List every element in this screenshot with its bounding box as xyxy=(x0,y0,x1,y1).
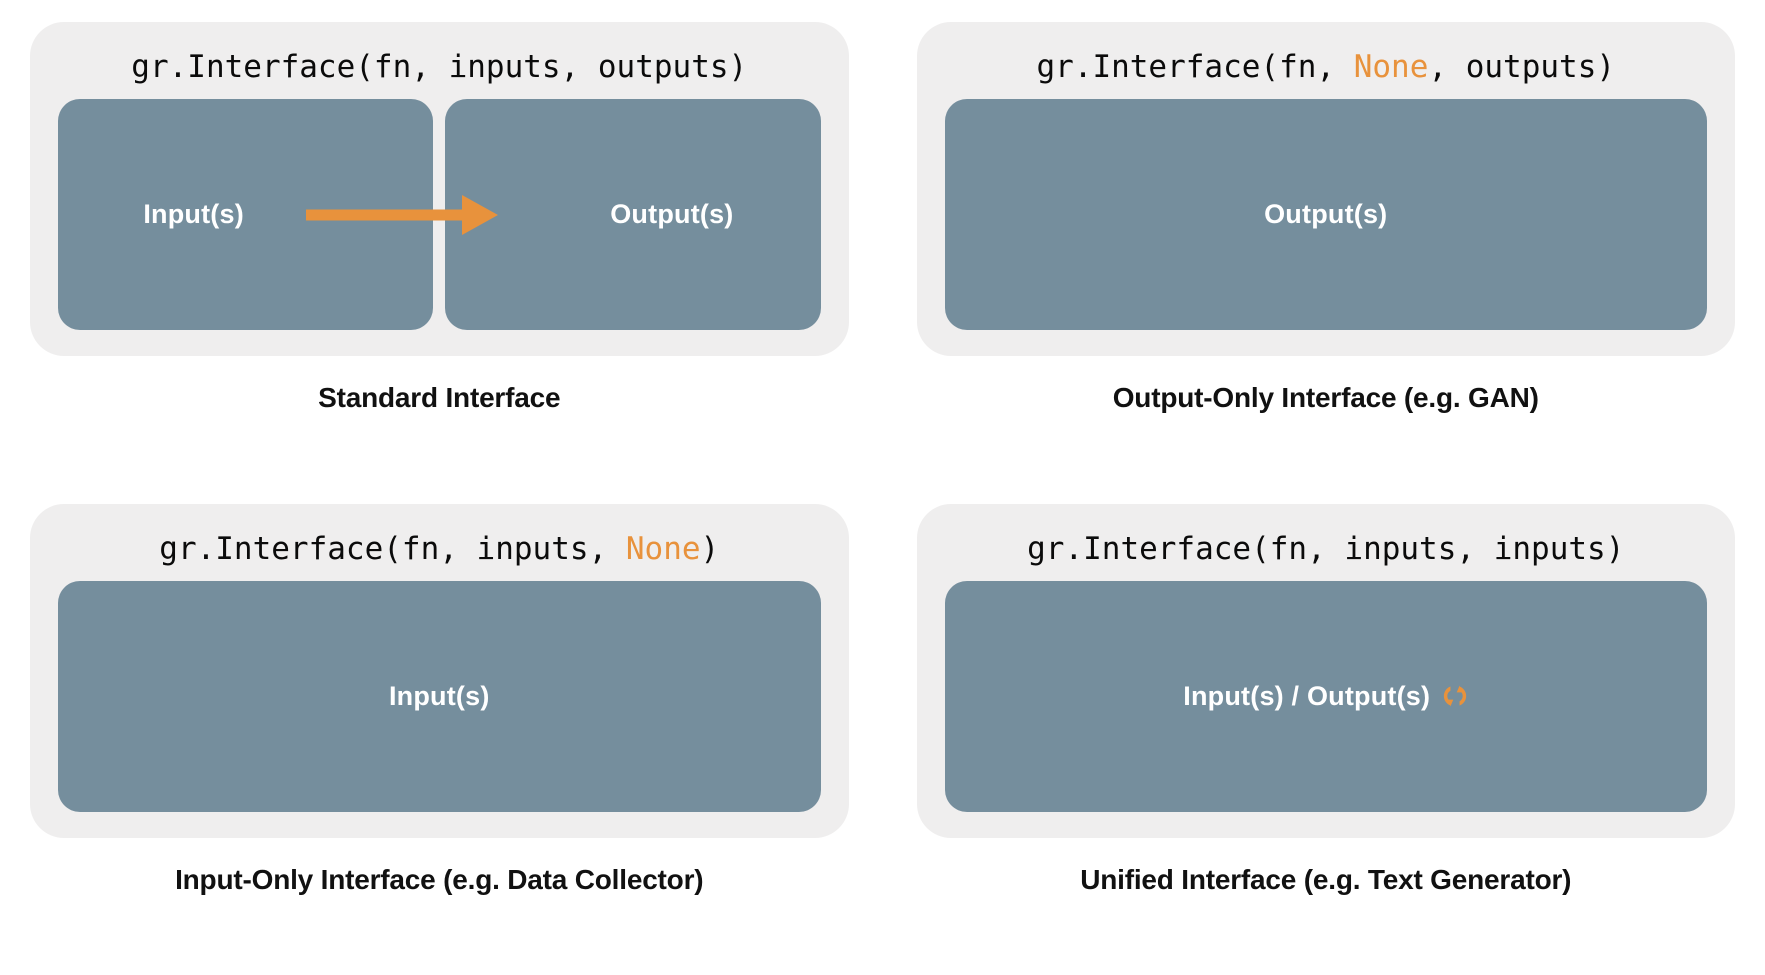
unified-io-box[interactable]: Input(s) / Output(s) xyxy=(944,580,1707,812)
input-box-input-only[interactable]: Input(s) xyxy=(58,580,821,812)
caption-output-only-interface: Output-Only Interface (e.g. GAN) xyxy=(1112,382,1539,413)
output-box-standard[interactable]: Output(s) xyxy=(445,99,821,330)
code-text-standard: gr.Interface(fn, inputs, outputs) xyxy=(131,49,748,85)
panel-input-only-interface: gr.Interface(fn, inputs, None) Input(s) xyxy=(30,503,849,838)
input-box-standard[interactable]: Input(s) xyxy=(58,99,434,330)
input-box-label: Input(s) xyxy=(143,199,244,229)
quadrant-unified-interface: gr.Interface(fn, inputs, inputs) Input(s… xyxy=(916,503,1735,975)
unified-io-label: Input(s) / Output(s) xyxy=(1183,680,1431,711)
box-row-output-only: Output(s) xyxy=(944,99,1707,330)
code-label-unified: gr.Interface(fn, inputs, inputs) xyxy=(945,530,1708,567)
quadrant-output-only-interface: gr.Interface(fn, None, outputs) Output(s… xyxy=(916,22,1735,494)
unified-io-label-group: Input(s) / Output(s) xyxy=(1183,681,1468,712)
loop-icon xyxy=(1442,683,1468,709)
caption-unified-interface: Unified Interface (e.g. Text Generator) xyxy=(1080,863,1572,895)
code-text-output-only-suffix: , outputs) xyxy=(1428,49,1616,85)
panel-unified-interface: gr.Interface(fn, inputs, inputs) Input(s… xyxy=(916,503,1735,838)
code-text-output-only-prefix: gr.Interface(fn, xyxy=(1036,49,1354,85)
caption-standard-interface: Standard Interface xyxy=(318,382,561,413)
code-label-output-only: gr.Interface(fn, None, outputs) xyxy=(945,52,1708,83)
code-text-input-only-suffix: ) xyxy=(700,530,720,567)
output-box-output-only[interactable]: Output(s) xyxy=(944,99,1707,330)
box-row-unified: Input(s) / Output(s) xyxy=(944,580,1707,812)
code-label-standard: gr.Interface(fn, inputs, outputs) xyxy=(58,52,821,83)
input-box-label: Input(s) xyxy=(388,680,490,711)
code-text-unified: gr.Interface(fn, inputs, inputs) xyxy=(1027,530,1625,567)
quadrant-input-only-interface: gr.Interface(fn, inputs, None) Input(s) … xyxy=(30,503,849,975)
box-row-standard: Input(s) Output(s) xyxy=(58,99,821,330)
caption-input-only-interface: Input-Only Interface (e.g. Data Collecto… xyxy=(175,863,704,895)
panel-standard-interface: gr.Interface(fn, inputs, outputs) Input(… xyxy=(30,22,849,356)
output-box-label: Output(s) xyxy=(610,199,734,229)
code-keyword-none: None xyxy=(625,530,701,567)
panel-output-only-interface: gr.Interface(fn, None, outputs) Output(s… xyxy=(916,22,1735,356)
code-label-input-only: gr.Interface(fn, inputs, None) xyxy=(58,530,821,567)
box-row-input-only: Input(s) xyxy=(58,580,821,812)
output-box-label: Output(s) xyxy=(1264,199,1388,229)
quadrant-standard-interface: gr.Interface(fn, inputs, outputs) Input(… xyxy=(30,22,849,494)
code-keyword-none: None xyxy=(1353,49,1429,85)
code-text-input-only-prefix: gr.Interface(fn, inputs, xyxy=(159,530,626,567)
